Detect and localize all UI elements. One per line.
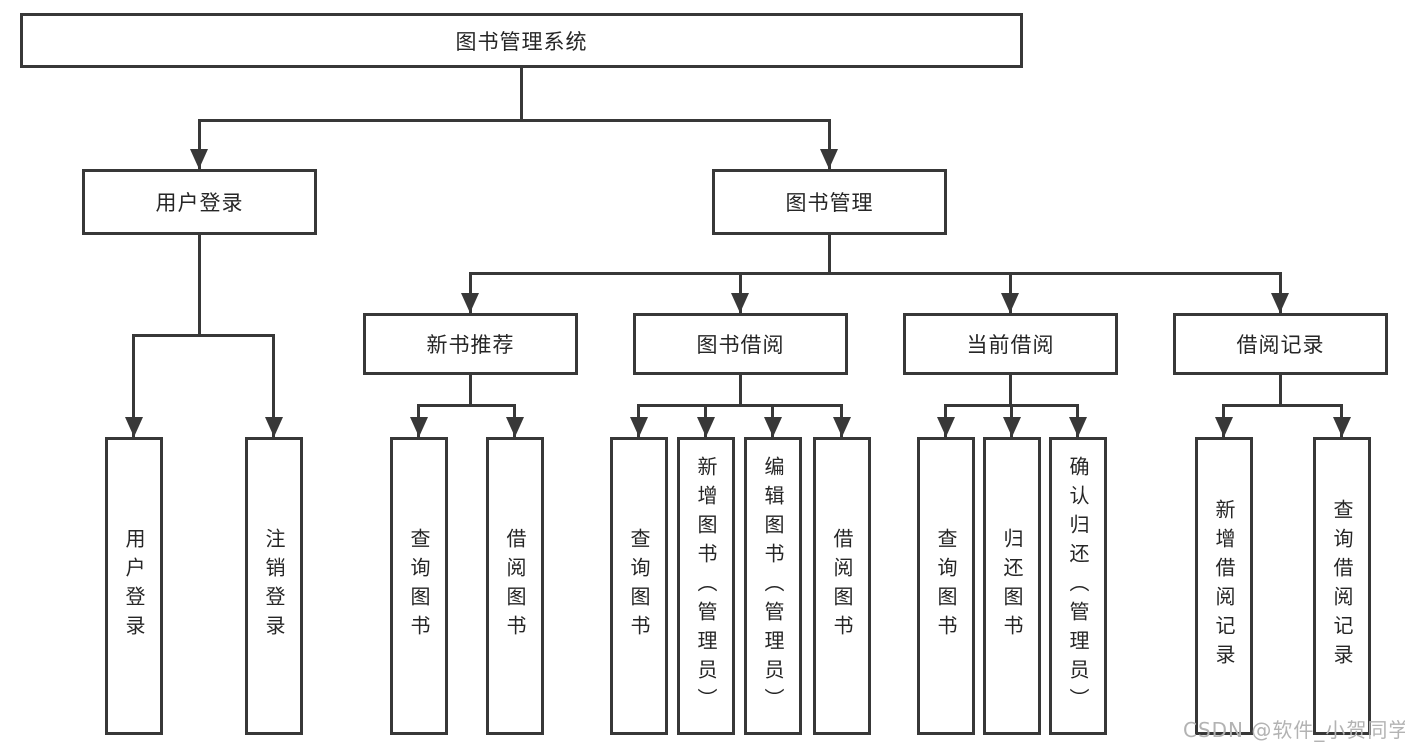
csdn-watermark: CSDN @软件_小贺同学 — [1183, 718, 1405, 742]
arrow-user-login — [190, 149, 208, 169]
connector-current-borrow-stub — [1009, 373, 1012, 406]
node-current-borrow-label: 当前借阅 — [966, 333, 1055, 357]
leaf-current-return: 归还图书 — [983, 437, 1041, 735]
connector-stem-user-login — [198, 119, 201, 171]
node-root-label: 图书管理系统 — [455, 29, 588, 54]
node-borrow-records: 借阅记录 — [1173, 313, 1388, 375]
leaf-borrow-borrow: 借阅图书 — [813, 437, 871, 735]
arrow-current-return — [1003, 417, 1021, 437]
node-new-book-recommend-label: 新书推荐 — [426, 333, 515, 357]
leaf-current-query: 查询图书 — [917, 437, 975, 735]
arrow-newbook-borrow — [506, 417, 524, 437]
connector-stem-leaf-logout — [272, 334, 275, 438]
node-new-book-recommend: 新书推荐 — [363, 313, 578, 375]
leaf-logout: 注销登录 — [245, 437, 303, 735]
leaf-current-query-label: 查询图书 — [934, 528, 958, 644]
arrow-current-borrow — [1001, 293, 1019, 313]
arrow-record-add — [1215, 417, 1233, 437]
leaf-record-query: 查询借阅记录 — [1313, 437, 1371, 735]
arrow-leaf-user-login — [125, 417, 143, 437]
arrow-borrow-add — [697, 417, 715, 437]
arrow-record-query — [1333, 417, 1351, 437]
arrow-current-query — [937, 417, 955, 437]
node-borrow-records-label: 借阅记录 — [1236, 333, 1325, 357]
leaf-current-confirm-admin-label: 确认归还（管理员） — [1066, 455, 1090, 717]
leaf-current-confirm-admin: 确认归还（管理员） — [1049, 437, 1107, 735]
node-root: 图书管理系统 — [20, 13, 1023, 68]
leaf-newbook-borrow-label: 借阅图书 — [503, 528, 527, 644]
arrow-book-borrow — [731, 293, 749, 313]
connector-level2-split — [198, 119, 831, 122]
leaf-borrow-edit-admin: 编辑图书（管理员） — [744, 437, 802, 735]
connector-stem-book-management — [828, 119, 831, 171]
leaf-user-login: 用户登录 — [105, 437, 163, 735]
arrow-borrow-edit — [764, 417, 782, 437]
arrow-borrow-query — [630, 417, 648, 437]
connector-borrow-split — [637, 404, 842, 407]
leaf-newbook-query: 查询图书 — [390, 437, 448, 735]
connector-book-management-stub — [828, 233, 831, 274]
leaf-record-add: 新增借阅记录 — [1195, 437, 1253, 735]
leaf-current-return-label: 归还图书 — [1000, 528, 1024, 644]
connector-new-book-stub — [469, 373, 472, 406]
arrow-newbook-query — [410, 417, 428, 437]
node-user-login-label: 用户登录 — [155, 191, 244, 215]
arrow-borrow-borrow — [833, 417, 851, 437]
leaf-borrow-add-admin: 新增图书（管理员） — [677, 437, 735, 735]
connector-user-login-stub — [198, 233, 201, 335]
node-book-borrow-label: 图书借阅 — [696, 333, 785, 357]
leaf-newbook-query-label: 查询图书 — [407, 528, 431, 644]
leaf-borrow-add-admin-label: 新增图书（管理员） — [694, 455, 718, 717]
leaf-user-login-label: 用户登录 — [122, 528, 146, 644]
leaf-borrow-query-label: 查询图书 — [627, 528, 651, 644]
connector-login-split — [132, 334, 275, 337]
leaf-newbook-borrow: 借阅图书 — [486, 437, 544, 735]
connector-root-stub — [520, 66, 523, 121]
connector-borrow-records-stub — [1279, 373, 1282, 406]
connector-newbook-split — [417, 404, 516, 407]
leaf-borrow-query: 查询图书 — [610, 437, 668, 735]
connector-stem-leaf-user-login — [132, 334, 135, 438]
arrow-borrow-records — [1271, 293, 1289, 313]
connector-level3-split — [469, 272, 1282, 275]
arrow-book-management — [820, 149, 838, 169]
leaf-logout-label: 注销登录 — [262, 528, 286, 644]
arrow-new-book — [461, 293, 479, 313]
leaf-record-add-label: 新增借阅记录 — [1212, 499, 1236, 673]
connector-record-split — [1222, 404, 1343, 407]
arrow-leaf-logout — [265, 417, 283, 437]
leaf-record-query-label: 查询借阅记录 — [1330, 499, 1354, 673]
node-user-login: 用户登录 — [82, 169, 317, 235]
node-current-borrow: 当前借阅 — [903, 313, 1118, 375]
arrow-current-confirm — [1069, 417, 1087, 437]
node-book-management-label: 图书管理 — [785, 191, 874, 215]
leaf-borrow-borrow-label: 借阅图书 — [830, 528, 854, 644]
node-book-management: 图书管理 — [712, 169, 947, 235]
node-book-borrow: 图书借阅 — [633, 313, 848, 375]
connector-book-borrow-stub — [739, 373, 742, 406]
leaf-borrow-edit-admin-label: 编辑图书（管理员） — [761, 455, 785, 717]
